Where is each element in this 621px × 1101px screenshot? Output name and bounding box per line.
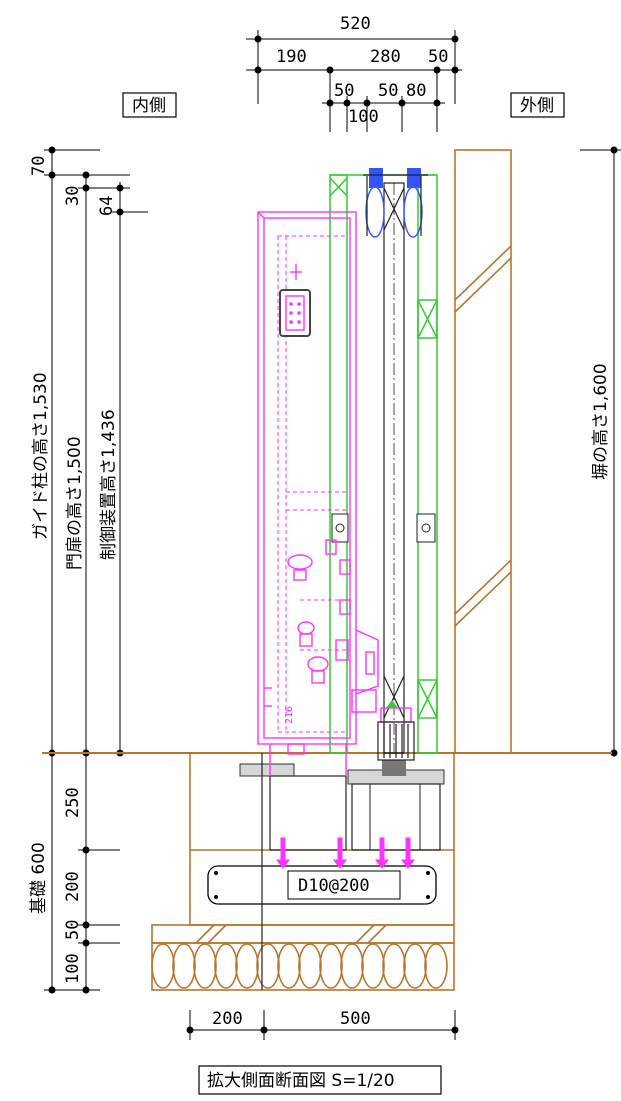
foundation: D10@200 <box>151 752 455 991</box>
drawing-title: 拡大側面断面図 S=1/20 <box>198 1065 442 1095</box>
wall-height-label: 塀の高さ1,600 <box>591 363 611 480</box>
guide-height-label: ガイド柱の高さ1,530 <box>31 372 51 540</box>
svg-text:内側: 内側 <box>132 96 166 116</box>
control-unit: 216 <box>257 211 379 755</box>
rebar-label: D10@200 <box>298 876 370 896</box>
boundary-wall <box>454 149 512 754</box>
inside-label: 内側 <box>122 92 177 118</box>
anchor-bolts <box>276 837 415 869</box>
control-height-label: 制御装置高さ1,436 <box>99 409 119 560</box>
gate-height-label: 門扉の高さ1,500 <box>65 436 85 570</box>
outside-label: 外側 <box>510 92 565 118</box>
dim-280: 280 <box>370 47 401 67</box>
top-rollers <box>363 168 428 238</box>
dim-50-top: 50 <box>428 47 448 67</box>
svg-text:拡大側面断面図 S=1/20: 拡大側面断面図 S=1/20 <box>207 1071 395 1091</box>
dim-50-a: 50 <box>334 81 354 101</box>
right-dimension: 塀の高さ1,600 <box>580 146 621 757</box>
dim-500-bottom: 500 <box>340 1009 371 1029</box>
gravel-layer <box>151 943 448 989</box>
dim-216: 216 <box>284 706 295 724</box>
dim-520: 520 <box>340 14 371 34</box>
dim-80: 80 <box>406 81 426 101</box>
unit-supports <box>261 744 347 990</box>
anchor-blocks <box>239 763 445 851</box>
dim-200-left: 200 <box>63 871 83 902</box>
foundation-label: 基礎 600 <box>29 842 49 914</box>
post-devices <box>331 513 436 543</box>
dim-200-bottom: 200 <box>212 1009 243 1029</box>
dim-250: 250 <box>63 787 83 818</box>
top-dimensions: 520 190 280 50 50 50 80 100 <box>246 14 462 132</box>
dim-64: 64 <box>97 196 117 216</box>
bottom-roller <box>377 700 415 761</box>
dim-30: 30 <box>63 186 83 206</box>
dim-50-b: 50 <box>378 81 398 101</box>
left-dimensions: 70 ガイド柱の高さ1,530 基礎 600 30 門扉の高さ1,500 250… <box>29 146 148 994</box>
gate-leaf <box>382 182 406 776</box>
dim-70: 70 <box>29 156 49 176</box>
svg-text:外側: 外側 <box>520 96 554 116</box>
dim-100-left: 100 <box>63 953 83 984</box>
dim-100-top: 100 <box>348 107 379 127</box>
dim-50-left: 50 <box>63 920 83 940</box>
bottom-dimensions: 200 500 <box>186 1009 459 1040</box>
dim-190: 190 <box>276 47 307 67</box>
